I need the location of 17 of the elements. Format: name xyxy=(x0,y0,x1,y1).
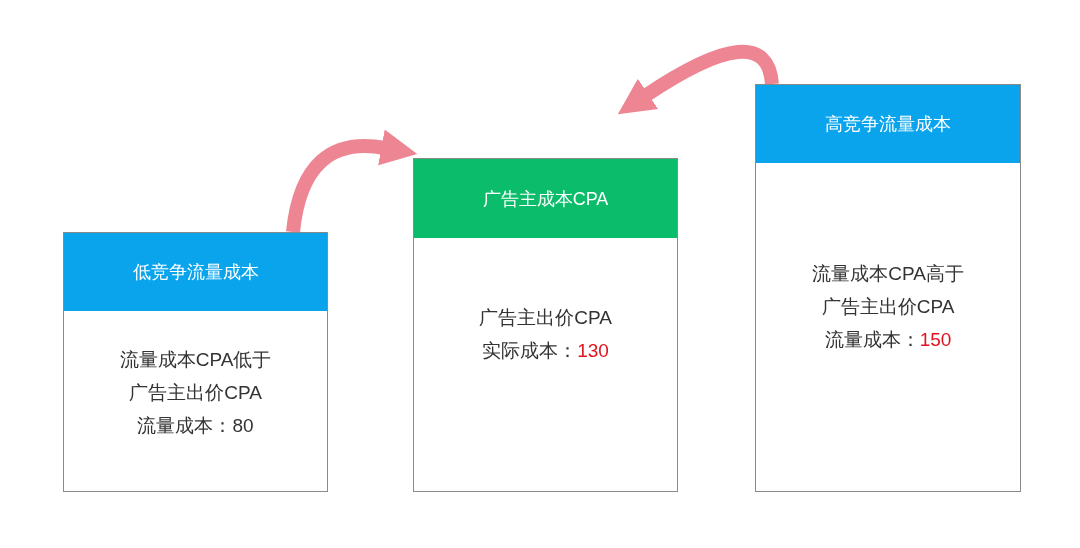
description-text: 流量成本CPA高于广告主出价CPA xyxy=(811,262,965,319)
description-text: 广告主出价CPA xyxy=(479,306,612,330)
cost-value: 80 xyxy=(232,415,254,436)
curved-arrow xyxy=(617,45,779,114)
card xyxy=(755,84,1021,492)
cost-value: 130 xyxy=(577,340,609,361)
cost-label: 实际成本： xyxy=(482,340,578,361)
description-text: 流量成本CPA低于广告主出价CPA xyxy=(118,348,273,405)
curved-arrow xyxy=(286,129,418,233)
cost-label: 流量成本： xyxy=(824,329,920,350)
cost-label: 流量成本： xyxy=(137,415,233,436)
card xyxy=(413,158,678,492)
card-header: 高竞争流量成本 xyxy=(756,85,1020,163)
card xyxy=(63,232,328,492)
cost-value: 150 xyxy=(919,329,952,350)
card-header: 广告主成本CPA xyxy=(414,159,677,238)
card-header: 低竞争流量成本 xyxy=(64,233,327,311)
